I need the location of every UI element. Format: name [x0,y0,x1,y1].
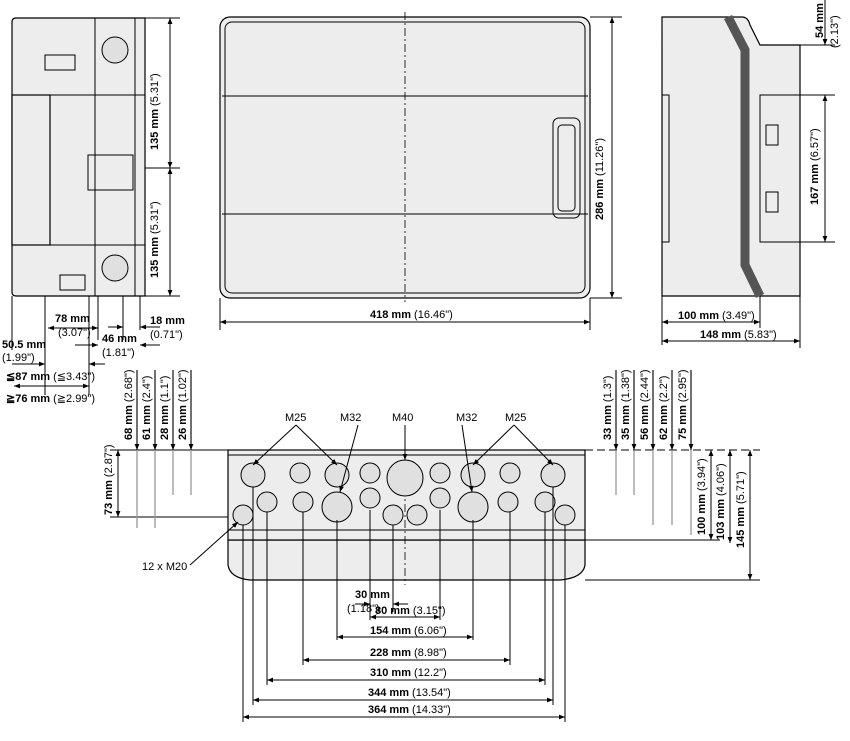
dim-rail: 167 mm (6.57") [809,128,821,205]
dim-h-80: 80 mm (3.15") [375,605,446,617]
dim-78: 78 mm [55,313,90,325]
dim-min-depth: ≧76 mm (≧2.99") [6,393,95,405]
dim-h-30-inch: (1.18") [347,603,380,615]
label-m32-right: M32 [456,412,477,424]
dim-right-100: 100 mm (3.94") [696,458,708,535]
dim-upper-height: 135 mm (5.31") [149,73,161,150]
door-handle [552,117,581,219]
dim-50-5: 50.5 mm [2,339,46,351]
dim-h-364: 364 mm (14.33") [368,704,451,716]
dim-right-103: 103 mm (4.06") [715,463,727,540]
dim-left-26: 26 mm (1.02") [177,369,189,440]
dim-left-61: 61 mm (2.4") [141,376,153,440]
dim-h-228: 228 mm (8.98") [370,647,447,659]
dim-right-56: 56 mm (2.44") [639,369,651,440]
label-m32-left: M32 [340,412,361,424]
dim-depth-148: 148 mm (5.83") [700,329,777,341]
dim-46-inch: (1.81") [102,347,135,359]
dim-h-154: 154 mm (6.06") [370,625,447,637]
dim-right-62: 62 mm (2.2") [658,376,670,440]
dim-left-73: 73 mm (2.87") [103,444,115,515]
label-m40: M40 [392,412,413,424]
dim-top-offset-inch: (2.13") [829,15,841,48]
label-12x-m20: 12 x M20 [142,561,187,573]
dim-front-width: 418 mm (16.46") [370,309,453,321]
bottom-view: M25 M32 M40 M32 M25 12 x M20 73 mm (2.87… [103,369,760,722]
dim-46: 46 mm [102,333,137,345]
dim-lower-height: 135 mm (5.31") [149,201,161,278]
dim-h-30: 30 mm [355,589,390,601]
dim-front-height: 286 mm (11.26") [594,138,606,220]
dim-18-inch: (0.71") [150,329,183,341]
dim-max-depth: ≦87 mm (≦3.43") [6,371,95,383]
dim-right-145: 145 mm (5.71") [735,471,747,548]
dim-right-33: 33 mm (1.3") [602,376,614,440]
dim-left-68: 68 mm (2.68") [123,369,135,440]
knockouts [232,459,576,526]
dim-right-75: 75 mm (2.95") [677,369,689,440]
dim-78-inch: (3.07") [58,327,91,339]
front-view: 286 mm (11.26") 418 mm (16.46") [219,12,622,330]
dim-left-28: 28 mm (1.1") [159,376,171,440]
dim-h-310: 310 mm (12.2") [370,667,447,679]
label-m25-left: M25 [285,412,306,424]
label-m25-right: M25 [505,412,526,424]
dim-top-offset: 54 mm [814,3,826,38]
dim-50-5-inch: (1.99") [2,352,35,364]
dim-18: 18 mm [150,315,185,327]
left-side-view: 135 mm (5.31") 135 mm (5.31") 78 mm (3.0… [2,17,185,405]
dim-depth-100: 100 mm (3.49") [678,310,755,322]
dim-right-35: 35 mm (1.38") [620,369,632,440]
right-side-view: 54 mm (2.13") 167 mm (6.57") 100 mm (3.4… [661,0,841,348]
dim-h-344: 344 mm (13.54") [368,687,451,699]
